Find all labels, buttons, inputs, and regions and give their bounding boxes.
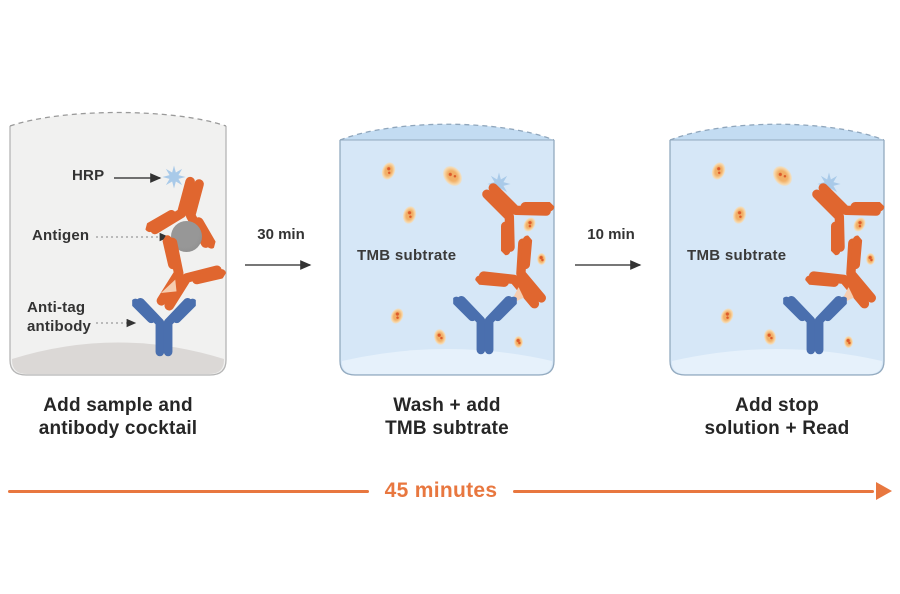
transition-2-time: 10 min — [587, 226, 635, 243]
antigen-label: Antigen — [32, 227, 90, 244]
step-arrow-1-icon — [245, 260, 312, 270]
timeline-arrowhead-icon — [876, 482, 892, 500]
timeline-line-left — [8, 489, 369, 493]
anti-tag-antibody-icon — [131, 287, 197, 357]
anti-tag-antibody-label: Anti-tag antibody — [27, 299, 92, 335]
timeline-total-label: 45 minutes — [384, 479, 498, 502]
caption-step1: Add sample and antibody cocktail — [38, 395, 198, 440]
substrate-dot-icon — [844, 336, 853, 348]
timeline-line-right — [513, 489, 874, 493]
step-arrow-2-icon — [575, 260, 642, 270]
well3-substrate-label: TMB subtrate — [687, 247, 787, 264]
substrate-dot-icon — [866, 253, 875, 265]
anti-tag-antibody-icon — [782, 285, 848, 355]
substrate-dot-icon — [514, 336, 523, 348]
annotation-arrows-icon — [96, 173, 170, 328]
total-timeline: 45 minutes — [8, 477, 892, 505]
transition-1-time: 30 min — [257, 226, 305, 243]
substrate-dot-icon — [537, 253, 546, 265]
caption-step2: Wash + add TMB subtrate — [385, 395, 509, 440]
caption-step3: Add stop solution + Read — [704, 395, 850, 440]
hrp-label: HRP — [72, 167, 105, 184]
well2-substrate-label: TMB subtrate — [357, 247, 457, 264]
anti-tag-antibody-icon — [452, 285, 518, 355]
